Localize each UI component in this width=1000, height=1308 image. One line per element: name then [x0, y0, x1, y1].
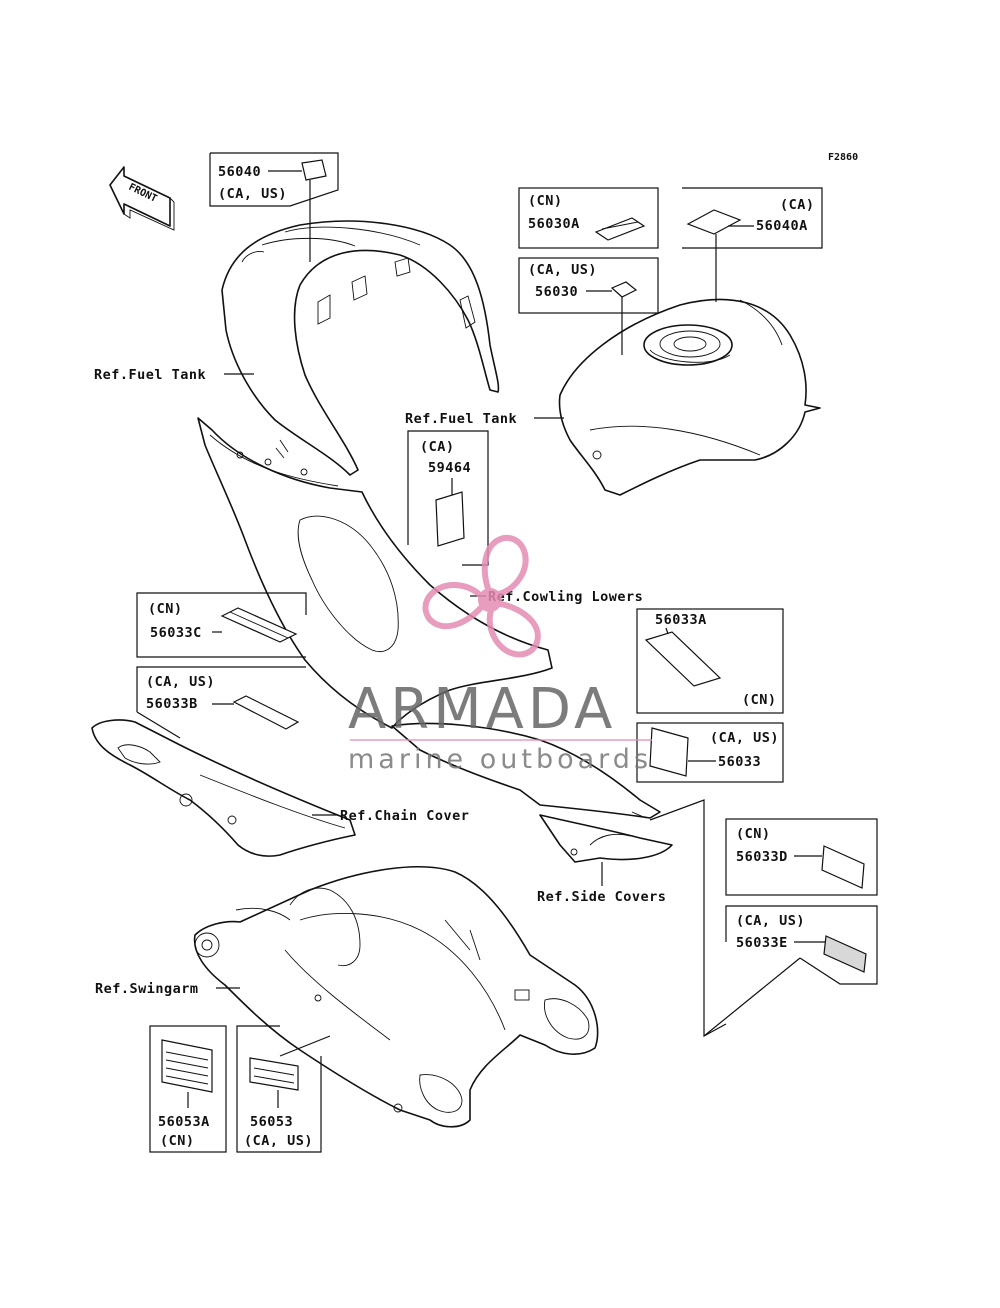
- region-56033: (CA, US): [710, 730, 779, 746]
- part-number-56033E: 56033E: [736, 935, 788, 951]
- part-number-56040A: 56040A: [756, 218, 808, 234]
- figure-code: F2860: [828, 152, 858, 163]
- callout-56040A: (CA) 56040A: [682, 187, 823, 302]
- region-59464: (CA): [420, 439, 455, 455]
- side-covers-drawing: [391, 722, 673, 863]
- part-number-56033A: 56033A: [655, 612, 707, 628]
- callout-56033A: 56033A (CN): [636, 608, 784, 714]
- callout-56033: (CA, US) 56033: [636, 722, 784, 783]
- fuel-tank-drawing: [558, 298, 821, 496]
- ref-chain-cover: Ref.Chain Cover: [340, 808, 469, 824]
- part-number-56033B: 56033B: [146, 696, 198, 712]
- ref-fuel-tank-right: Ref.Fuel Tank: [405, 411, 517, 427]
- watermark: ARMADA marine outboards: [348, 534, 652, 775]
- callout-56040: 56040 (CA, US): [209, 152, 339, 262]
- region-56033D: (CN): [736, 826, 771, 842]
- part-number-56030A: 56030A: [528, 216, 580, 232]
- region-56030: (CA, US): [528, 262, 597, 278]
- ref-fuel-tank-left: Ref.Fuel Tank: [94, 367, 206, 383]
- part-number-56030: 56030: [535, 284, 578, 300]
- callout-56033C: (CN) 56033C: [136, 592, 307, 658]
- part-number-56040: 56040: [218, 164, 261, 180]
- callout-59464: (CA) 59464: [407, 430, 489, 566]
- part-number-59464: 59464: [428, 460, 471, 476]
- region-56053A: (CN): [160, 1133, 195, 1149]
- ref-cowling-lowers: Ref.Cowling Lowers: [488, 589, 643, 605]
- cowling-lowers-drawing: [197, 417, 553, 771]
- part-number-56033D: 56033D: [736, 849, 788, 865]
- region-56030A: (CN): [528, 193, 563, 209]
- seat-cowl-drawing: [221, 220, 500, 476]
- callout-56033B: (CA, US) 56033B: [136, 666, 306, 739]
- part-number-56033C: 56033C: [150, 625, 202, 641]
- region-56033B: (CA, US): [146, 674, 215, 690]
- part-number-56053: 56053: [250, 1114, 293, 1130]
- side-cover-bracket: [649, 799, 727, 1038]
- part-number-56033: 56033: [718, 754, 761, 770]
- ref-side-covers: Ref.Side Covers: [537, 889, 666, 905]
- ref-swingarm: Ref.Swingarm: [95, 981, 199, 997]
- region-56033C: (CN): [148, 601, 183, 617]
- region-56040A: (CA): [780, 197, 815, 213]
- front-arrow-icon: FRONT: [109, 166, 175, 231]
- callout-56053: 56053 (CA, US): [236, 1025, 331, 1153]
- callout-56030A: (CN) 56030A: [518, 187, 659, 249]
- watermark-tagline: marine outboards: [348, 744, 652, 775]
- region-56040: (CA, US): [218, 186, 287, 202]
- part-number-56053A: 56053A: [158, 1114, 210, 1130]
- callout-56033E: (CA, US) 56033E: [725, 905, 878, 985]
- region-56033E: (CA, US): [736, 913, 805, 929]
- callout-56053A: 56053A (CN): [149, 1025, 227, 1153]
- region-56053: (CA, US): [244, 1133, 313, 1149]
- region-56033A: (CN): [742, 692, 777, 708]
- propeller-logo-icon: [418, 534, 546, 662]
- chain-cover-drawing: [91, 719, 356, 857]
- swingarm-drawing: [193, 866, 599, 1128]
- callout-56030: (CA, US) 56030: [518, 257, 659, 355]
- watermark-brand: ARMADA: [348, 677, 616, 742]
- callout-56033D: (CN) 56033D: [725, 818, 878, 896]
